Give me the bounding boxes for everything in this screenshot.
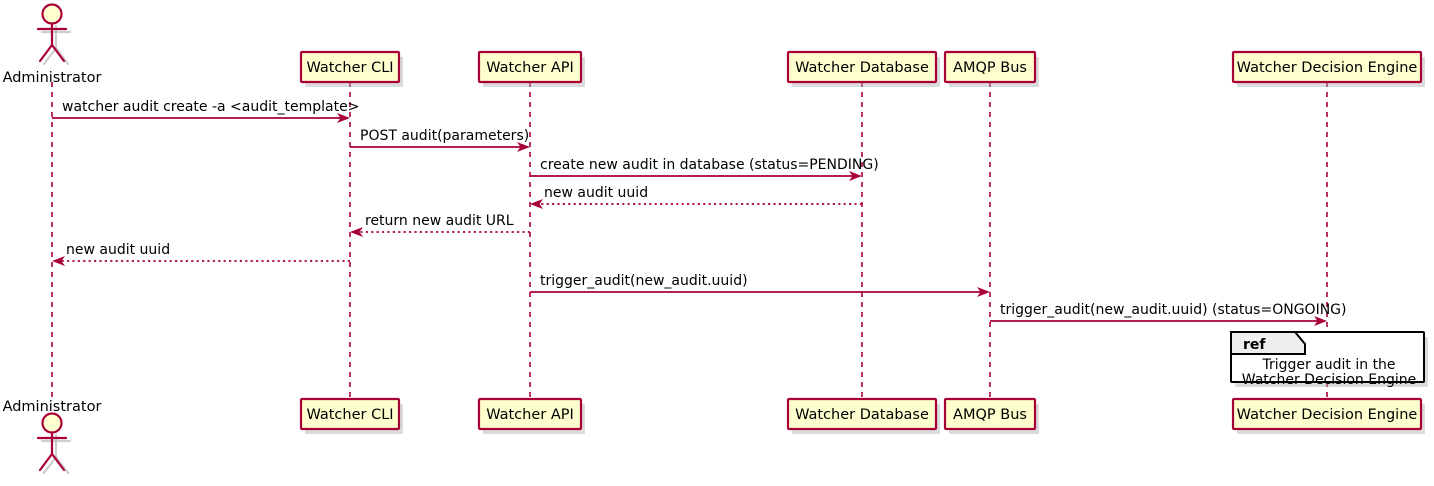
actor-label-administrator-bottom: Administrator xyxy=(3,399,102,415)
actor-shadow-bottom xyxy=(40,433,72,475)
participant-watcher-cli-bottom[interactable]: Watcher CLI xyxy=(299,397,403,434)
message-trigger-audit-decision-engine[interactable]: trigger_audit(new_audit.uuid) (status=ON… xyxy=(990,302,1346,326)
actor-shadow-top xyxy=(40,24,72,66)
actor-administrator-bottom[interactable]: Administrator xyxy=(3,399,102,475)
participant-box-watcher-database-top[interactable] xyxy=(786,50,938,84)
message-label-6: new audit uuid xyxy=(66,242,170,258)
participant-watcher-cli-top[interactable]: Watcher CLI xyxy=(299,50,403,87)
message-trigger-audit-bus[interactable]: trigger_audit(new_audit.uuid) xyxy=(530,273,990,297)
participant-label-amqp-bus-top: AMQP Bus xyxy=(953,60,1027,76)
message-label-5: return new audit URL xyxy=(365,213,514,229)
arrowhead-5 xyxy=(350,227,363,237)
message-label-7: trigger_audit(new_audit.uuid) xyxy=(540,273,748,289)
message-new-audit-uuid-db[interactable]: new audit uuid xyxy=(530,185,862,209)
participant-box-watcher-cli-top[interactable] xyxy=(299,50,401,84)
actor-administrator-top[interactable]: Administrator xyxy=(3,3,102,87)
participant-box-amqp-bus-top[interactable] xyxy=(943,50,1037,84)
arrowhead-4 xyxy=(530,199,543,209)
message-label-8: trigger_audit(new_audit.uuid) (status=ON… xyxy=(1000,302,1346,318)
arrowhead-3 xyxy=(849,171,862,181)
actor-leg-right xyxy=(50,43,66,63)
arrowhead-6 xyxy=(52,256,65,266)
participant-label-watcher-api-top: Watcher API xyxy=(486,60,574,76)
participant-watcher-decision-engine-bottom[interactable]: Watcher Decision Engine xyxy=(1231,397,1425,434)
participant-box-watcher-decision-engine-bottom[interactable] xyxy=(1231,397,1423,431)
lifelines-group xyxy=(51,82,1328,399)
message-label-1: watcher audit create -a <audit_template> xyxy=(62,99,359,115)
participant-label-amqp-bus-bottom: AMQP Bus xyxy=(953,407,1027,423)
participant-box-watcher-api-top[interactable] xyxy=(477,50,583,84)
participant-boxes-top: Watcher CLI Watcher API Watcher Database… xyxy=(299,50,1425,87)
participant-label-watcher-decision-engine-bottom: Watcher Decision Engine xyxy=(1237,407,1418,423)
participant-watcher-api-bottom[interactable]: Watcher API xyxy=(477,397,585,434)
participant-label-watcher-api-bottom: Watcher API xyxy=(486,407,574,423)
actor-leg-left xyxy=(38,43,54,63)
participant-label-watcher-cli-bottom: Watcher CLI xyxy=(306,407,393,423)
participant-label-watcher-database-top: Watcher Database xyxy=(795,60,929,76)
participant-label-watcher-database-bottom: Watcher Database xyxy=(795,407,929,423)
arrowhead-8 xyxy=(1314,316,1327,326)
participant-box-watcher-decision-engine-top[interactable] xyxy=(1231,50,1423,84)
participant-label-watcher-decision-engine-top: Watcher Decision Engine xyxy=(1237,60,1418,76)
message-watcher-audit-create[interactable]: watcher audit create -a <audit_template> xyxy=(52,99,359,123)
ref-block-tab-label: ref xyxy=(1243,337,1266,353)
message-new-audit-uuid-cli[interactable]: new audit uuid xyxy=(52,242,350,266)
actor-label-administrator-top: Administrator xyxy=(3,70,102,86)
message-return-new-audit-url[interactable]: return new audit URL xyxy=(350,213,530,237)
participant-box-watcher-cli-bottom[interactable] xyxy=(299,397,401,431)
ref-block-tab xyxy=(1230,331,1306,355)
participant-box-watcher-database-bottom[interactable] xyxy=(786,397,938,431)
participant-box-watcher-api-bottom[interactable] xyxy=(477,397,583,431)
message-label-3: create new audit in database (status=PEN… xyxy=(540,157,879,173)
actor-leg-right-bottom xyxy=(50,452,66,472)
actor-head-icon-bottom xyxy=(41,412,63,434)
arrowhead-2 xyxy=(517,142,530,152)
participant-watcher-database-top[interactable]: Watcher Database xyxy=(786,50,940,87)
ref-block[interactable]: ref Trigger audit in the Watcher Decisio… xyxy=(1230,331,1428,388)
participant-watcher-decision-engine-top[interactable]: Watcher Decision Engine xyxy=(1231,50,1425,87)
participant-watcher-api-top[interactable]: Watcher API xyxy=(477,50,585,87)
ref-block-line-2: Watcher Decision Engine xyxy=(1242,372,1416,388)
participant-label-watcher-cli-top: Watcher CLI xyxy=(306,60,393,76)
ref-block-line-1: Trigger audit in the xyxy=(1261,357,1395,373)
participant-amqp-bus-bottom[interactable]: AMQP Bus xyxy=(943,397,1039,434)
arrowhead-7 xyxy=(977,287,990,297)
message-create-new-audit[interactable]: create new audit in database (status=PEN… xyxy=(530,157,879,181)
message-post-audit[interactable]: POST audit(parameters) xyxy=(350,128,530,152)
message-label-2: POST audit(parameters) xyxy=(360,128,529,144)
actor-head-icon xyxy=(41,3,63,25)
actor-leg-left-bottom xyxy=(38,452,54,472)
arrowhead-1 xyxy=(337,113,350,123)
participant-boxes-bottom: Watcher CLI Watcher API Watcher Database… xyxy=(299,397,1425,434)
participant-amqp-bus-top[interactable]: AMQP Bus xyxy=(943,50,1039,87)
participant-box-amqp-bus-bottom[interactable] xyxy=(943,397,1037,431)
participant-watcher-database-bottom[interactable]: Watcher Database xyxy=(786,397,940,434)
message-label-4: new audit uuid xyxy=(544,185,648,201)
